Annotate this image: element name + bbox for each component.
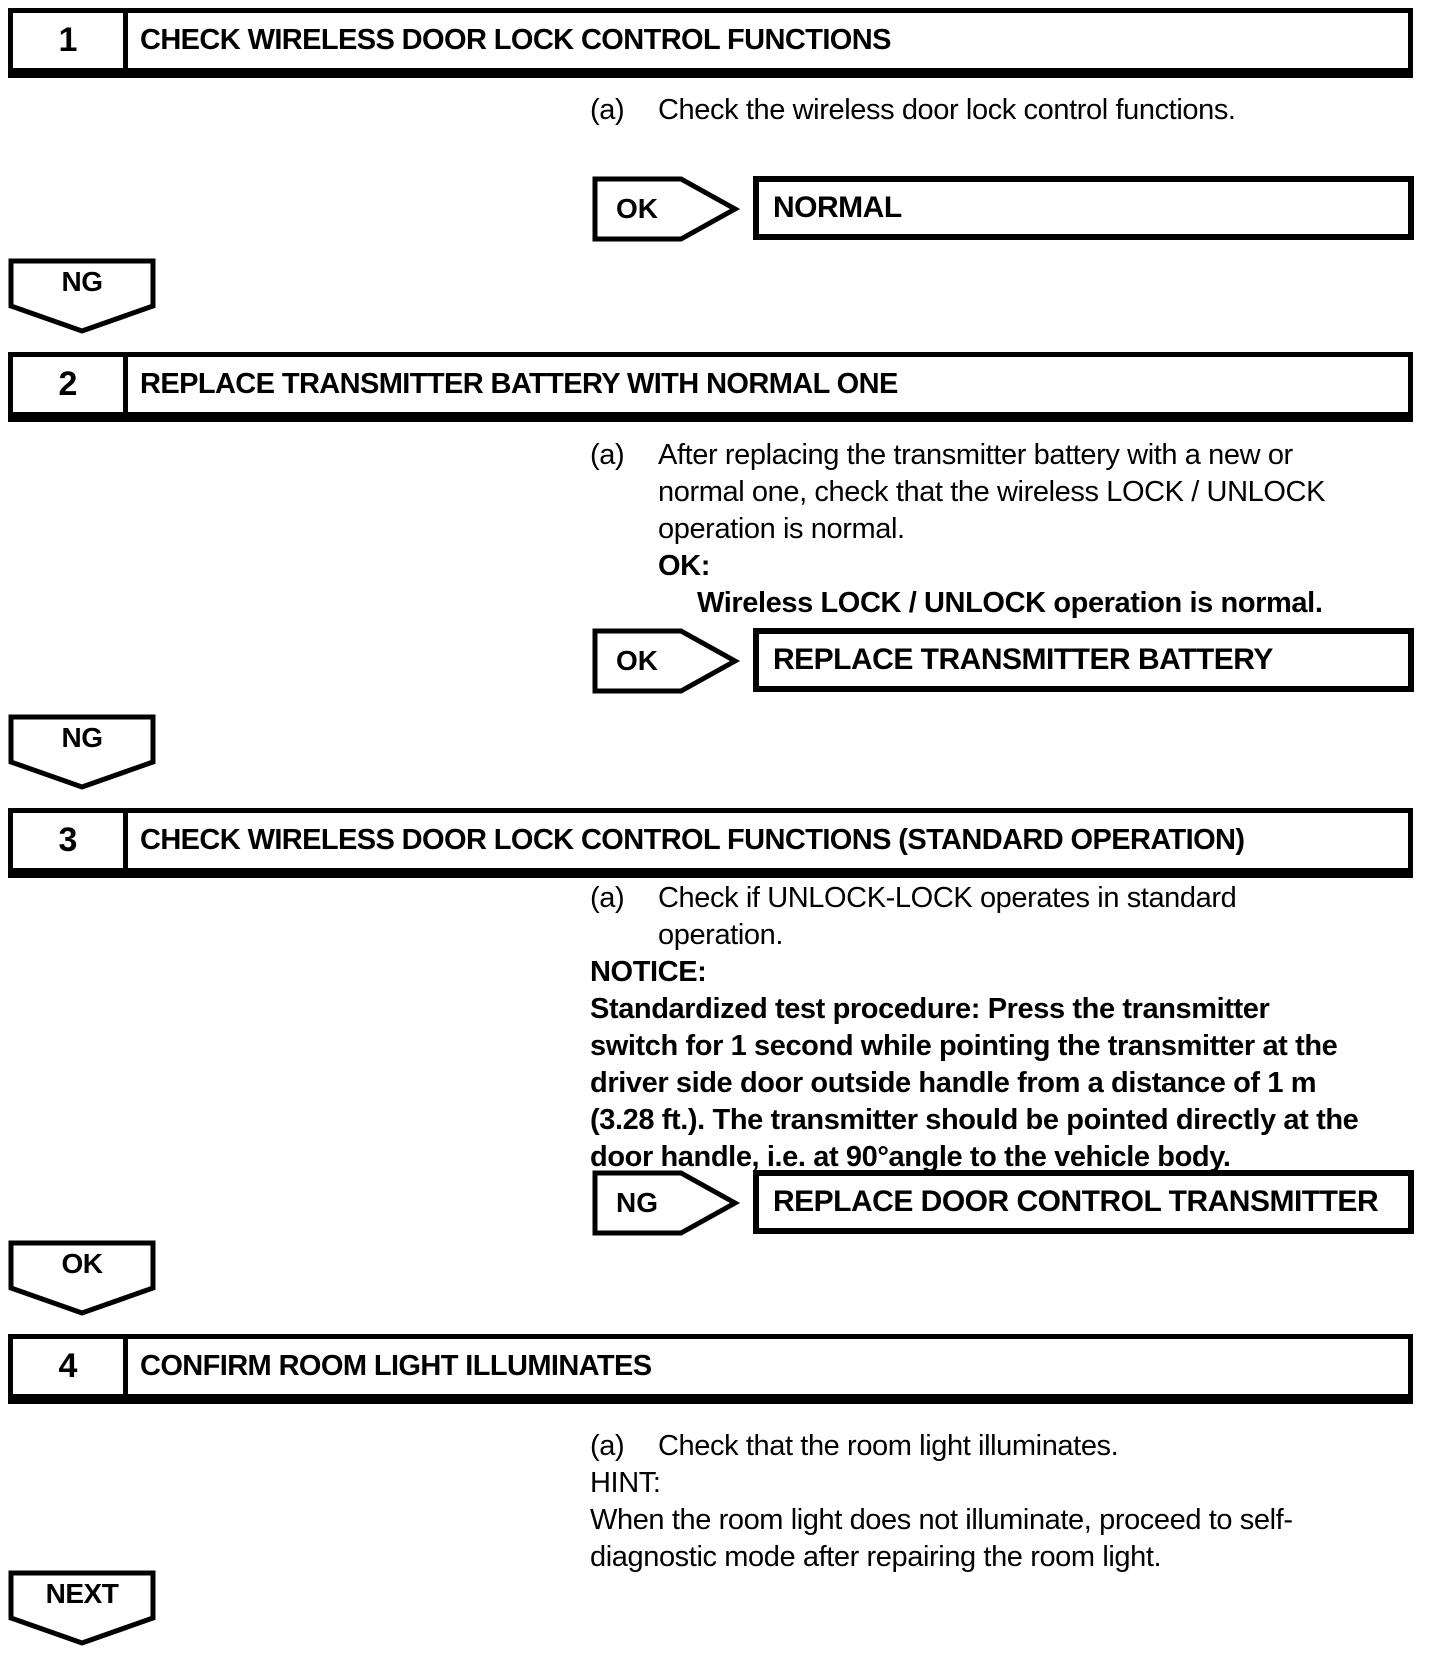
step-2-instruction-cont: normal one, check that the wireless LOCK… [658,476,1326,508]
step-4-title: CONFIRM ROOM LIGHT ILLUMINATES [140,1350,652,1382]
step-3-result-box: REPLACE DOOR CONTROL TRANSMITTER [753,1170,1414,1234]
step-4-header: 4 CONFIRM ROOM LIGHT ILLUMINATES [8,1334,1413,1404]
step-2-instruction-a: (a) After replacing the transmitter batte… [590,437,1293,474]
step-3-instruction-cont: operation. [658,919,783,951]
step-3-result-row: NG REPLACE DOOR CONTROL TRANSMITTER [0,1170,1440,1236]
connector-ng-after-step-1: NG [8,258,156,334]
step-2-number: 2 [13,357,128,412]
ng-arrow-icon: NG [592,1170,742,1236]
list-marker-a: (a) [590,439,625,471]
step-2-result-box: REPLACE TRANSMITTER BATTERY [753,628,1414,692]
connector-ok-after-step-3: OK [8,1240,156,1316]
step-3-notice-text: (3.28 ft.). The transmitter should be po… [590,1104,1359,1136]
connector-label: NEXT [45,1578,119,1609]
step-3-notice-label: NOTICE: [590,956,707,988]
step-1-instruction-a: (a) Check the wireless door lock control … [590,92,1236,129]
right-arrow-shape [592,1170,741,1236]
step-4-hint-text: diagnostic mode after repairing the room… [590,1541,1162,1573]
right-arrow-shape [592,628,741,694]
step-4-instruction-a: (a) Check that the room light illuminates… [590,1428,1119,1465]
down-pentagon-shape [8,714,156,790]
step-2-title: REPLACE TRANSMITTER BATTERY WITH NORMAL … [140,368,898,400]
step-2-ok-spec-label: OK: [658,550,710,582]
step-3-notice-text: Standardized test procedure: Press the t… [590,993,1270,1025]
down-pentagon-shape [8,1240,156,1316]
step-3-header: 3 CHECK WIRELESS DOOR LOCK CONTROL FUNCT… [8,808,1413,878]
step-3-notice-text: switch for 1 second while pointing the t… [590,1030,1338,1062]
list-marker-a: (a) [590,882,625,914]
list-marker-a: (a) [590,94,625,126]
instruction-text: Check if UNLOCK-LOCK operates in standar… [658,882,1237,914]
instruction-text: Check that the room light illuminates. [658,1430,1119,1462]
step-1-title: CHECK WIRELESS DOOR LOCK CONTROL FUNCTIO… [140,24,891,56]
connector-label: NG [61,722,104,753]
step-3-instruction-a: (a) Check if UNLOCK-LOCK operates in stan… [590,880,1237,917]
step-2-instruction-cont: operation is normal. [658,513,905,545]
verdict-label: OK [616,645,658,676]
connector-next-after-step-4: NEXT [8,1570,156,1646]
connector-ng-after-step-2: NG [8,714,156,790]
step-1-result-box: NORMAL [753,176,1414,240]
verdict-label: OK [616,193,658,224]
step-2-header: 2 REPLACE TRANSMITTER BATTERY WITH NORMA… [8,352,1413,422]
connector-label: NG [61,266,104,297]
right-arrow-shape [592,176,741,242]
ok-arrow-icon: OK [592,628,742,694]
step-1-header: 1 CHECK WIRELESS DOOR LOCK CONTROL FUNCT… [8,8,1413,78]
step-3-title: CHECK WIRELESS DOOR LOCK CONTROL FUNCTIO… [140,824,1245,856]
down-pentagon-shape [8,258,156,334]
down-pentagon-shape [8,1570,156,1646]
ok-arrow-icon: OK [592,176,742,242]
list-marker-a: (a) [590,1430,625,1462]
instruction-text: Check the wireless door lock control fun… [658,94,1236,126]
step-4-hint-label: HINT: [590,1467,661,1499]
verdict-label: NG [616,1187,658,1218]
connector-label: OK [61,1248,104,1279]
step-1-result-row: OK NORMAL [0,176,1440,242]
step-4-hint-text: When the room light does not illuminate,… [590,1504,1293,1536]
step-4-number: 4 [13,1339,128,1394]
step-1-number: 1 [13,13,128,68]
step-2-ok-spec-text: Wireless LOCK / UNLOCK operation is norm… [697,587,1323,619]
step-3-number: 3 [13,813,128,868]
step-2-result-row: OK REPLACE TRANSMITTER BATTERY [0,628,1440,694]
step-3-notice-text: door handle, i.e. at 90°angle to the veh… [590,1141,1231,1173]
instruction-text: After replacing the transmitter battery … [658,439,1293,471]
step-3-notice-text: driver side door outside handle from a d… [590,1067,1317,1099]
